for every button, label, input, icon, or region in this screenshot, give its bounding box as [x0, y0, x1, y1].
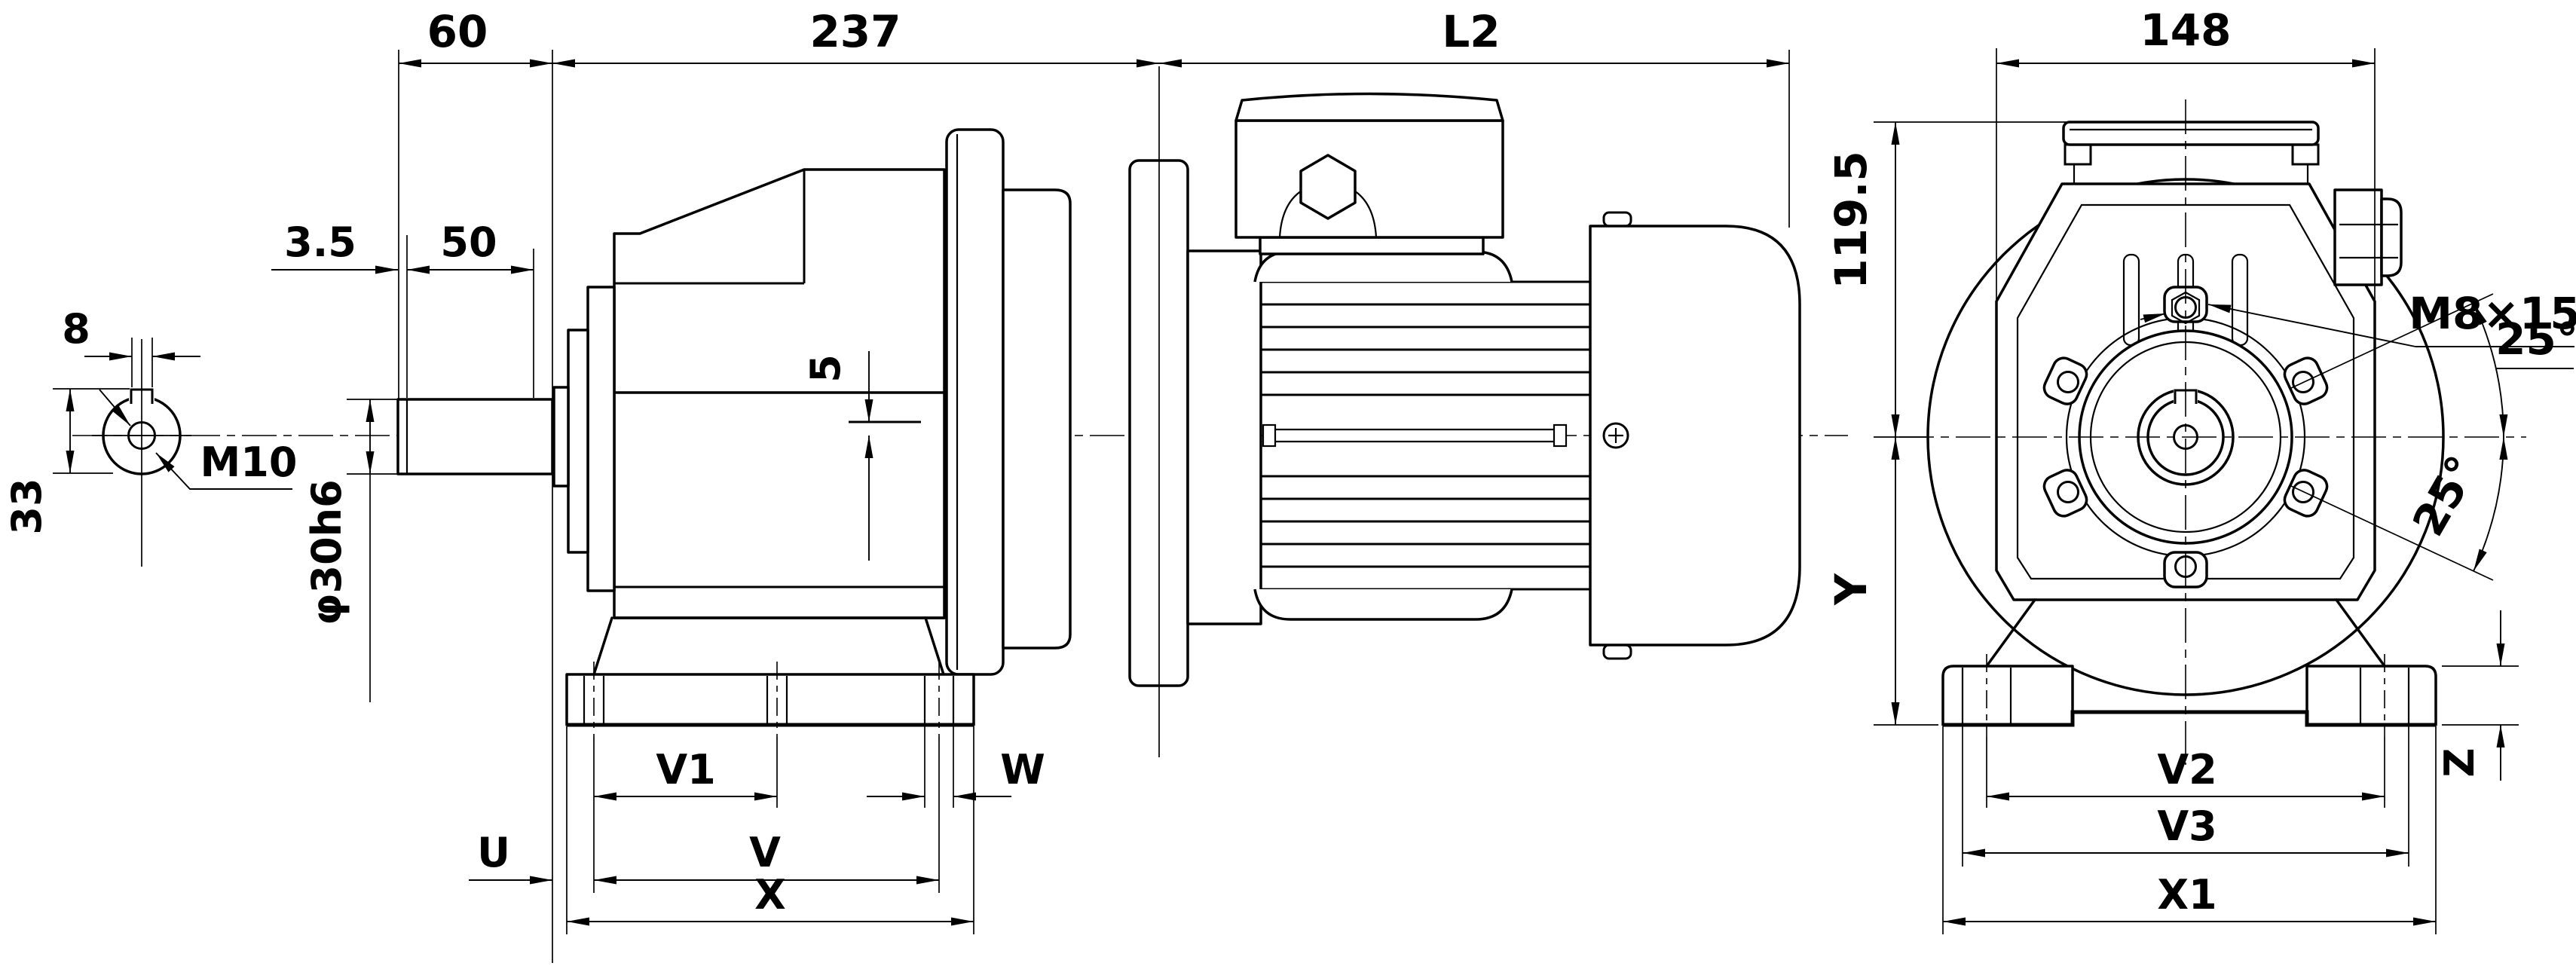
mounting-feet-side: [565, 616, 975, 737]
motor-frame-top: [1253, 250, 1513, 283]
output-shaft-body: [396, 398, 554, 475]
bolt-ray-upper: [2290, 293, 2494, 389]
dim-bolt-angle-upper-arc: [2473, 302, 2508, 438]
dim-shaft-extension-label: 60: [427, 6, 488, 57]
shaft-seal-collar: [552, 386, 570, 488]
dimensions-bottom-left: V1 W U V X: [469, 725, 1045, 934]
dim-foot-v2-label: V2: [2157, 746, 2217, 793]
fan-cover-screw-bottom: [1602, 643, 1632, 660]
bolt-ray-lower: [2290, 485, 2494, 581]
dim-shaft-tap-leader2: [99, 389, 131, 426]
dim-height-below-center-label: Y: [1825, 573, 1877, 606]
motor-adapter: [1186, 249, 1262, 625]
terminal-box-lid-front: [2062, 121, 2320, 146]
dim-shaft-tap-label: M10: [200, 439, 298, 486]
dim-foot-x1-label: X1: [2157, 871, 2217, 919]
gear-housing: [552, 168, 946, 619]
dim-housing-width-label: 148: [2140, 5, 2231, 56]
dim-foot-u-label: U: [477, 829, 510, 876]
cable-gland-front: [2333, 188, 2403, 286]
shaft-detail-view: [92, 339, 191, 567]
housing-neck: [1002, 188, 1072, 650]
dim-foot-v3-label: V3: [2157, 802, 2217, 850]
front-housing-inner: [2016, 203, 2355, 580]
side-view: [72, 92, 1848, 737]
dim-foot-x-label: X: [754, 871, 786, 919]
dim-shaft-usable-length-label: 50: [440, 219, 497, 266]
bearing-cap-inner: [567, 329, 589, 554]
dim-key-depth-label: 33: [3, 478, 50, 534]
output-flange: [945, 128, 1005, 676]
front-view: [1899, 99, 2526, 765]
dimensions-top: 60 237 L2 148: [398, 5, 2376, 963]
dimensions-shaft: 3.5 50 φ30h6 5: [271, 219, 873, 702]
dim-bolt-angle-lower-arc: [2473, 436, 2508, 572]
base-bottom-front: [1943, 710, 2436, 727]
mounting-feet-front: [1941, 598, 2437, 737]
dimensions-detail: 8 33 M10: [3, 305, 297, 535]
dim-motor-length-label: L2: [1442, 6, 1500, 57]
motor-frame-bottom: [1253, 588, 1513, 621]
dim-key-height-label: 5: [802, 354, 849, 383]
dimensions-heights: 119.5 Y: [1825, 121, 2067, 726]
dim-shaft-diameter-label: φ30h6: [303, 479, 350, 625]
base-block-side: [565, 673, 975, 726]
terminal-box-strap: [1259, 236, 1485, 255]
dim-shaft-step-label: 3.5: [284, 219, 356, 266]
cable-gland-hex: [1299, 154, 1357, 220]
dim-shaft-tap-leader: [155, 452, 292, 490]
dim-bolt-angle-upper-label: 25°: [2495, 313, 2576, 365]
dim-foot-z-label: Z: [2436, 747, 2483, 777]
output-flange-plate: [945, 128, 1005, 676]
dim-flange-tap-leader: [2207, 304, 2416, 347]
fan-cover-screw-top: [1602, 211, 1632, 228]
dimensions-bottom-right: V2 V3 X1 Z: [1942, 610, 2519, 934]
stator-tie-rod: [1262, 423, 1568, 448]
foot-left: [1941, 665, 2074, 726]
dim-gearunit-length-label: 237: [809, 6, 901, 57]
terminal-box: [1234, 92, 1504, 255]
dim-key-width-label: 8: [62, 305, 90, 353]
foot-right: [2305, 665, 2437, 726]
terminal-box-lid: [1234, 92, 1504, 122]
cooling-fins: [1259, 280, 1592, 591]
dim-height-above-center-label: 119.5: [1825, 151, 1877, 289]
dim-foot-v1-label: V1: [656, 746, 715, 793]
output-shaft: [396, 398, 554, 475]
fan-cover: [1589, 211, 1801, 660]
motor-body: [1253, 250, 1592, 621]
fan-cover-center-screw: [1602, 422, 1629, 449]
terminal-box-body: [1234, 119, 1504, 239]
terminal-box-front: [2062, 121, 2320, 184]
dim-foot-v-label: V: [749, 829, 781, 876]
fan-cover-outline: [1589, 225, 1801, 647]
dim-foot-w-label: W: [1000, 746, 1045, 793]
bearing-cap-outer: [586, 286, 616, 592]
